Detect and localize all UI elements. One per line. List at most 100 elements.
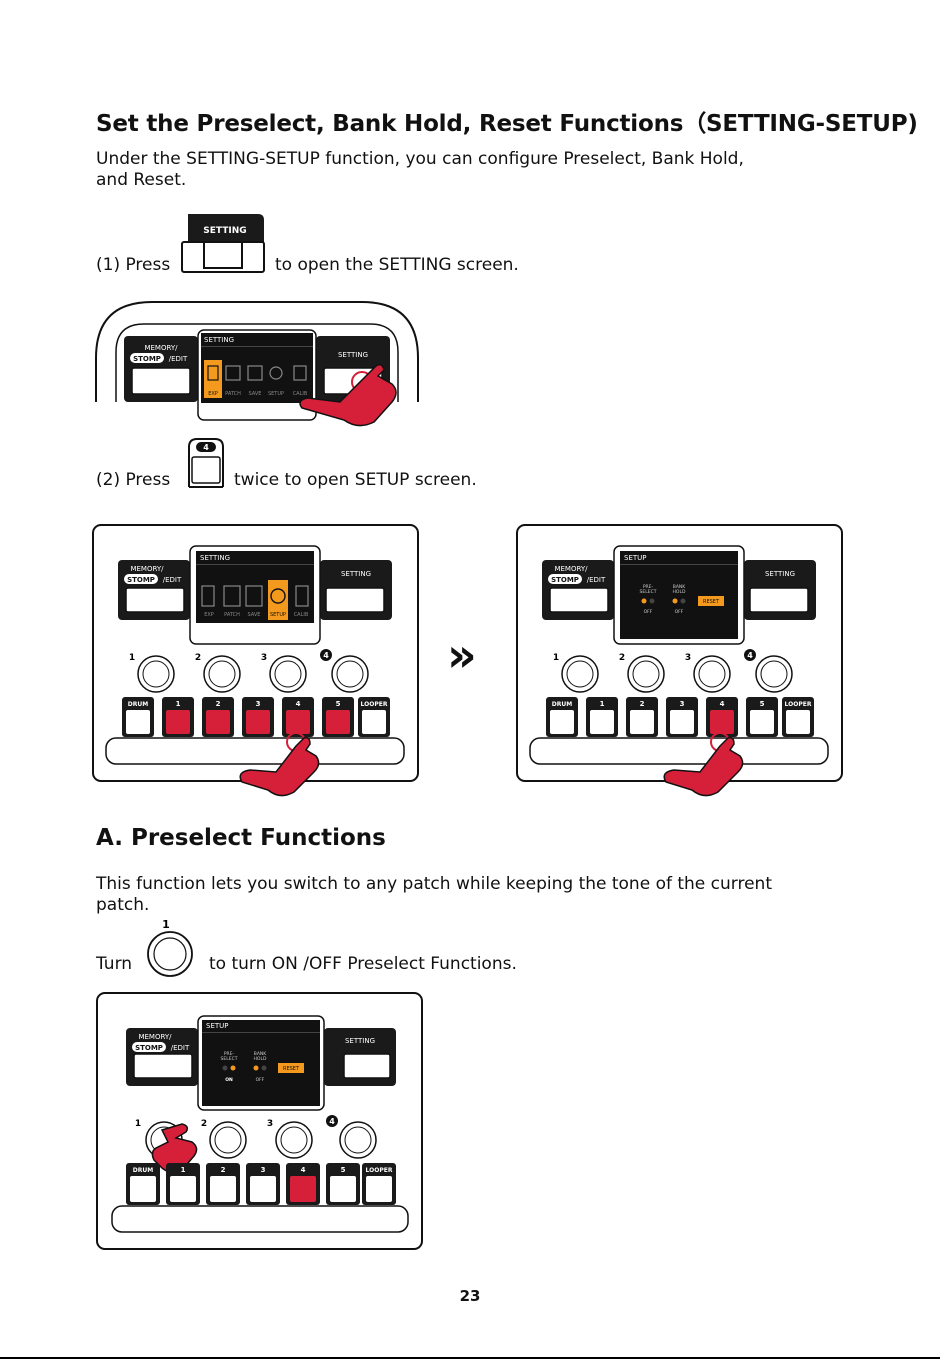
menu-setup: SETUP (268, 391, 284, 397)
knob-4-label: 4 (747, 651, 753, 660)
intro-line-1: Under the SETTING-SETUP function, you ca… (96, 149, 744, 169)
setting-label: SETTING (345, 1037, 375, 1045)
fs-3-label: 3 (680, 700, 685, 708)
setting-screen-illustration: MEMORY/ STOMP /EDIT SETTING SETTING EXP … (95, 301, 419, 427)
turn-prefix: Turn (96, 954, 133, 974)
step1-button-label: SETTING (203, 226, 246, 236)
fs-drum-label: DRUM (133, 1167, 153, 1174)
stomp-label: STOMP (133, 355, 161, 363)
page-number: 23 (459, 1287, 481, 1305)
step1-suffix: to open the SETTING screen. (275, 255, 519, 275)
fs-looper-label: LOOPER (361, 701, 388, 708)
screen-header: SETUP (206, 1022, 229, 1030)
edit-label: /EDIT (587, 576, 606, 584)
menu-save: SAVE (248, 612, 261, 618)
menu-setup: SETUP (270, 612, 286, 618)
stomp-label: STOMP (127, 576, 155, 584)
bankhold-label-2: HOLD (673, 589, 686, 595)
section-a-line-2: patch. (96, 895, 150, 915)
edit-label: /EDIT (169, 355, 188, 363)
section-a-line-1: This function lets you switch to any pat… (96, 874, 772, 894)
fs-1-label: 1 (600, 700, 605, 708)
fs-drum-label: DRUM (128, 701, 148, 708)
knob-1-label: 1 (129, 653, 135, 663)
reset-label: RESET (703, 599, 720, 605)
fs-4-label: 4 (720, 700, 725, 708)
pointing-hand-icon (239, 736, 320, 797)
bankhold-state: OFF (256, 1077, 265, 1083)
knob-4-label: 4 (323, 651, 329, 660)
footswitch-4-illustration: 4 (188, 438, 224, 488)
bankhold-label-1: BANK (673, 584, 687, 590)
memory-label: MEMORY/ (130, 565, 164, 573)
setting-label: SETTING (338, 351, 368, 359)
fs-3-label: 3 (256, 700, 261, 708)
setting-label: SETTING (341, 570, 371, 578)
knob-3-label: 3 (267, 1119, 273, 1129)
reset-label: RESET (283, 1066, 300, 1072)
menu-calib: CALIB (294, 612, 309, 618)
step2-prefix: (2) Press (96, 470, 171, 490)
step2-button-label: 4 (203, 443, 209, 452)
menu-calib: CALIB (293, 391, 308, 397)
fs-5-label: 5 (760, 700, 765, 708)
step2-suffix: twice to open SETUP screen. (234, 470, 477, 490)
bankhold-label-1: BANK (254, 1051, 268, 1057)
fs-2-label: 2 (216, 700, 221, 708)
knob-1-label: 1 (553, 653, 559, 663)
footswitch-row: DRUM 1 2 3 4 5 LOOPER (122, 697, 390, 737)
edit-label: /EDIT (163, 576, 182, 584)
pointing-hand-icon (299, 363, 397, 427)
knob-1-label: 1 (135, 1119, 141, 1129)
panel-preselect-illustration: MEMORY/ STOMP /EDIT SETTING SETUP PRE- S… (96, 992, 423, 1250)
bankhold-label-2: HOLD (254, 1056, 267, 1062)
fs-looper-label: LOOPER (785, 701, 812, 708)
fs-2-label: 2 (221, 1166, 226, 1174)
memory-label: MEMORY/ (138, 1033, 172, 1041)
preselect-state: OFF (644, 609, 653, 615)
pointing-hand-icon (663, 736, 744, 797)
knob-2-label: 2 (619, 653, 625, 663)
preselect-label-1: PRE- (643, 584, 654, 590)
footswitch-row: DRUM 1 2 3 4 5 LOOPER (546, 697, 814, 737)
stomp-label: STOMP (135, 1044, 163, 1052)
preselect-label-2: SELECT (221, 1056, 238, 1062)
fs-2-label: 2 (640, 700, 645, 708)
screen-header: SETTING (200, 554, 230, 562)
fs-5-label: 5 (341, 1166, 346, 1174)
knob-3-label: 3 (685, 653, 691, 663)
knob-2-label: 2 (195, 653, 201, 663)
turn-knob-label: 1 (162, 918, 170, 931)
menu-patch: PATCH (224, 612, 240, 618)
screen-header: SETUP (624, 554, 647, 562)
knob-3-label: 3 (261, 653, 267, 663)
panel-setup-illustration: MEMORY/ STOMP /EDIT SETTING SETUP PRE- S… (516, 524, 843, 797)
fs-drum-label: DRUM (552, 701, 572, 708)
menu-save: SAVE (249, 391, 262, 397)
fs-looper-label: LOOPER (366, 1167, 393, 1174)
preselect-label-1: PRE- (224, 1051, 235, 1057)
menu-exp: EXP (208, 391, 218, 397)
panel-setting-illustration: MEMORY/ STOMP /EDIT SETTING SETTING EXP … (92, 524, 419, 797)
memory-label: MEMORY/ (144, 344, 178, 352)
fs-1-label: 1 (176, 700, 181, 708)
knobs: 1 2 3 4 (129, 649, 369, 693)
knobs: 1 2 3 4 (553, 649, 793, 693)
double-chevron-icon: » (447, 628, 477, 682)
fs-5-label: 5 (336, 700, 341, 708)
edit-label: /EDIT (171, 1044, 190, 1052)
page-title: Set the Preselect, Bank Hold, Reset Func… (96, 111, 918, 137)
fs-4-label: 4 (301, 1166, 306, 1174)
setting-menu-icons (204, 360, 307, 398)
fs-4-label: 4 (296, 700, 301, 708)
intro-line-2: and Reset. (96, 170, 187, 190)
knob-2-label: 2 (201, 1119, 207, 1129)
bankhold-state: OFF (675, 609, 684, 615)
menu-patch: PATCH (225, 391, 241, 397)
footswitch-row: DRUM 1 2 3 4 5 LOOPER (126, 1163, 396, 1205)
knob-4-label: 4 (329, 1117, 335, 1126)
preselect-state: ON (225, 1077, 233, 1083)
menu-exp: EXP (204, 612, 214, 618)
step1-prefix: (1) Press (96, 255, 171, 275)
fs-1-label: 1 (181, 1166, 186, 1174)
